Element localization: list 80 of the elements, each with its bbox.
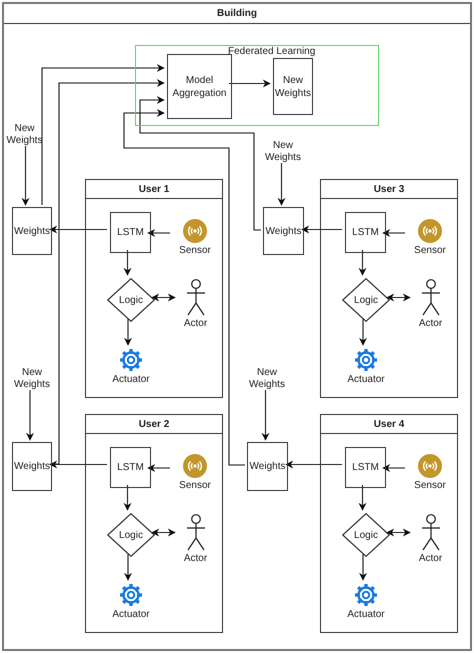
- decision-label: Logic: [354, 294, 378, 306]
- process-box: [110, 447, 151, 488]
- arrow: [124, 250, 132, 276]
- icon-caption: Actor: [418, 553, 442, 564]
- icon-caption: Sensor: [414, 480, 446, 491]
- box-label: LSTM: [116, 461, 145, 474]
- box-label: Weights: [264, 224, 302, 238]
- process-box: [12, 207, 52, 255]
- icon-caption: Actor: [418, 318, 442, 329]
- box-label: LSTM: [351, 461, 380, 474]
- arrow: [359, 319, 367, 346]
- process-box: [247, 442, 288, 491]
- decision-label: Logic: [119, 294, 143, 306]
- user-frame: [320, 179, 458, 398]
- box-label: Weights: [248, 460, 286, 473]
- building-title: Building: [4, 4, 470, 24]
- arrow: [124, 554, 132, 581]
- process-box: [273, 58, 313, 115]
- arrow: [382, 464, 405, 472]
- arrow: [358, 485, 366, 511]
- text-label: New Weights: [259, 139, 307, 165]
- box-label: Weights: [13, 224, 51, 238]
- process-box: [110, 212, 151, 253]
- process-box: [167, 54, 232, 119]
- process-box: [12, 442, 52, 491]
- group-frame: [135, 45, 379, 126]
- arrow: [229, 80, 271, 88]
- icon-caption: Actuator: [112, 374, 150, 385]
- arrow: [262, 390, 270, 441]
- group-title: Federated Learning: [228, 46, 316, 57]
- arrow: [124, 319, 132, 346]
- text-label: New Weights: [243, 366, 291, 392]
- arrow: [147, 229, 170, 237]
- decision-label: Logic: [119, 530, 143, 540]
- icon-caption: Actuator: [112, 609, 150, 620]
- arrow: [26, 390, 34, 441]
- box-label: LSTM: [351, 226, 380, 239]
- arrow: [285, 460, 342, 468]
- arrow: [386, 294, 411, 302]
- icon-caption: Actuator: [347, 374, 385, 385]
- arrow: [359, 554, 367, 581]
- box-label: LSTM: [116, 226, 145, 239]
- process-box: [345, 212, 386, 253]
- arrow: [50, 79, 165, 465]
- arrow: [151, 528, 176, 536]
- process-box: [345, 447, 386, 488]
- icon-caption: Sensor: [179, 245, 211, 256]
- text-label: New Weights: [6, 122, 43, 148]
- user-title: User 4: [321, 415, 457, 434]
- box-label: Model Aggregation: [172, 74, 228, 100]
- icon-caption: Actor: [184, 553, 208, 564]
- user-title: User 1: [86, 180, 222, 199]
- arrow: [301, 226, 342, 234]
- box-label: New Weights: [274, 74, 312, 100]
- arrow: [278, 163, 286, 206]
- user-frame: [320, 414, 458, 633]
- arrow: [139, 96, 261, 231]
- process-box: [263, 207, 304, 255]
- icon-caption: Sensor: [179, 480, 211, 491]
- icon-caption: Sensor: [414, 245, 446, 256]
- arrow: [147, 464, 170, 472]
- user-frame: [85, 179, 223, 398]
- icon-caption: Actuator: [347, 609, 385, 620]
- arrow: [41, 64, 165, 205]
- text-label: New Weights: [8, 366, 56, 392]
- user-title: User 2: [86, 415, 222, 434]
- user-title: User 3: [321, 180, 457, 199]
- decision-label: Logic: [354, 530, 378, 540]
- arrow: [49, 226, 107, 234]
- arrow: [358, 250, 366, 276]
- icon-caption: Actor: [184, 318, 208, 329]
- arrow: [386, 528, 411, 536]
- arrow: [382, 229, 405, 237]
- arrow: [123, 109, 245, 466]
- arrow: [151, 294, 176, 302]
- arrow: [124, 485, 132, 511]
- arrow: [22, 146, 30, 206]
- user-frame: [85, 414, 223, 633]
- box-label: Weights: [13, 460, 51, 473]
- arrow: [49, 460, 107, 468]
